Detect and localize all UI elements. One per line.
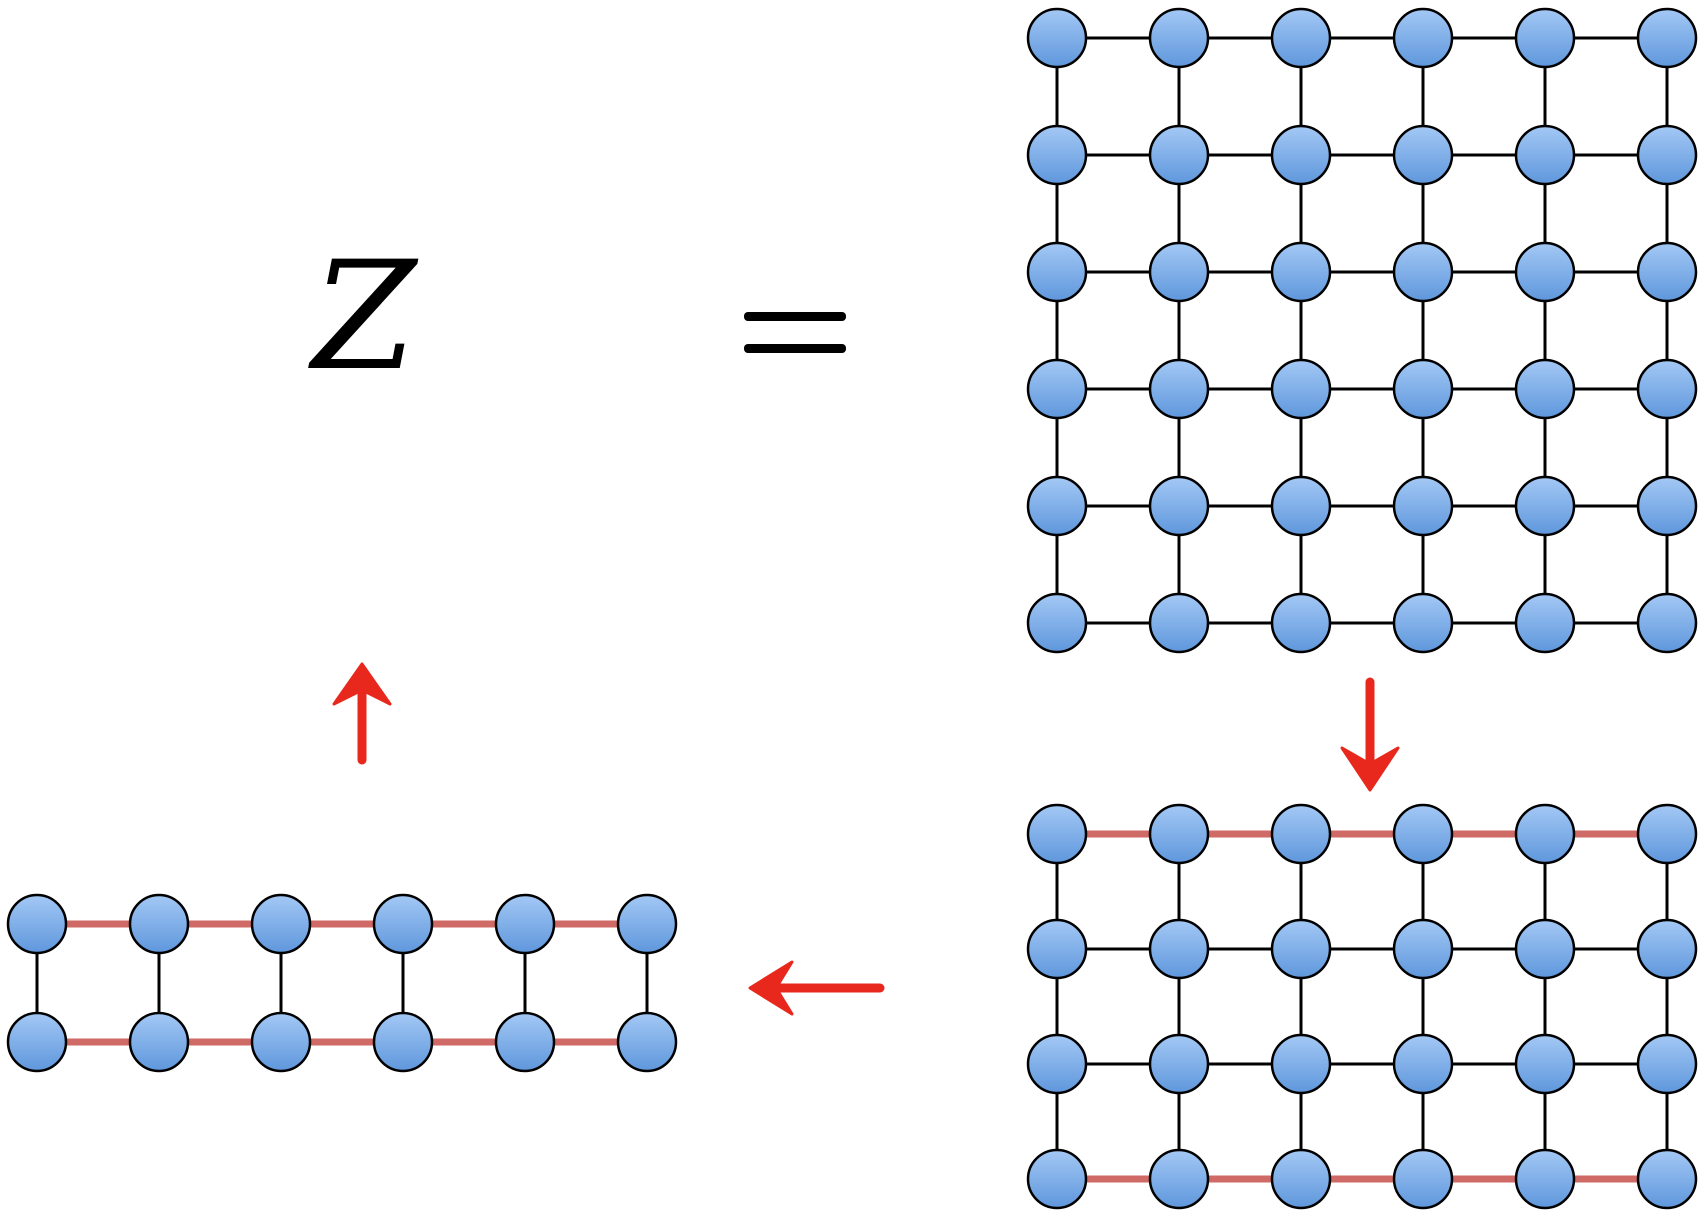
tensor-node [6,893,68,955]
tensor-node [372,1011,434,1073]
tensor-node [1026,918,1088,980]
tensor-node [1636,1148,1698,1210]
contraction-arrows [332,662,1400,1016]
tensor-node [1270,7,1332,69]
tensor-node [1392,241,1454,303]
tensor-node [1636,1033,1698,1095]
tensor-node [1270,241,1332,303]
tensor-node [1514,803,1576,865]
tensor-node [1270,124,1332,186]
tensor-node [1270,918,1332,980]
full-lattice [1026,7,1698,654]
tensor-node [1148,241,1210,303]
tensor-node [1392,803,1454,865]
tensor-node [1514,241,1576,303]
tensor-node [1514,124,1576,186]
tensor-node [1514,1148,1576,1210]
tensor-node [1392,358,1454,420]
tensor-node [1270,1033,1332,1095]
tensor-node [1392,475,1454,537]
tensor-node [1148,1148,1210,1210]
tensor-node [1514,592,1576,654]
tensor-node [1392,592,1454,654]
tensor-node [616,1011,678,1073]
reduced-lattice [1026,803,1698,1210]
tensor-node [1148,358,1210,420]
tensor-node [1514,475,1576,537]
tensor-node [494,1011,556,1073]
tensor-node [250,1011,312,1073]
tensor-node [1636,918,1698,980]
tensor-node [1026,803,1088,865]
tensor-node [250,893,312,955]
tensor-node [1148,124,1210,186]
two-row-lattice [6,893,678,1073]
tensor-node [494,893,556,955]
tensor-node [1148,1033,1210,1095]
tensor-node [1026,7,1088,69]
equals-sign [744,312,846,353]
tensor-node [128,1011,190,1073]
tensor-node [1392,1148,1454,1210]
tensor-node [1270,358,1332,420]
tensor-node [1026,592,1088,654]
tensor-node [1270,803,1332,865]
arrow-left [748,960,885,1016]
tensor-node [1514,918,1576,980]
tensor-node [1636,241,1698,303]
arrow-down [1340,677,1400,792]
tensor-node [1026,124,1088,186]
tensor-node [1392,1033,1454,1095]
arrow-up [332,662,392,765]
tensor-node [1026,1033,1088,1095]
tensor-node [128,893,190,955]
tensor-node [1270,1148,1332,1210]
tensor-node [1392,918,1454,980]
tensor-node [1026,1148,1088,1210]
tensor-node [1514,1033,1576,1095]
partition-function-symbol: Z [308,230,419,404]
tensor-node [616,893,678,955]
tensor-node [1514,358,1576,420]
tensor-node [1026,358,1088,420]
tensor-node [1636,124,1698,186]
tensor-node [1270,592,1332,654]
tensor-node [1392,7,1454,69]
tensor-node [1392,124,1454,186]
tensor-node [1148,592,1210,654]
tensor-node [1636,803,1698,865]
tensor-node [1636,592,1698,654]
tensor-node [1636,358,1698,420]
tensor-node [1636,7,1698,69]
tensor-node [1270,475,1332,537]
tensor-node [1514,7,1576,69]
tensor-node [1026,241,1088,303]
tensor-node [1148,803,1210,865]
tensor-node [1148,918,1210,980]
tensor-node [1026,475,1088,537]
tensor-node [1636,475,1698,537]
tensor-node [6,1011,68,1073]
tensor-node [1148,475,1210,537]
tensor-node [372,893,434,955]
tensor-node [1148,7,1210,69]
